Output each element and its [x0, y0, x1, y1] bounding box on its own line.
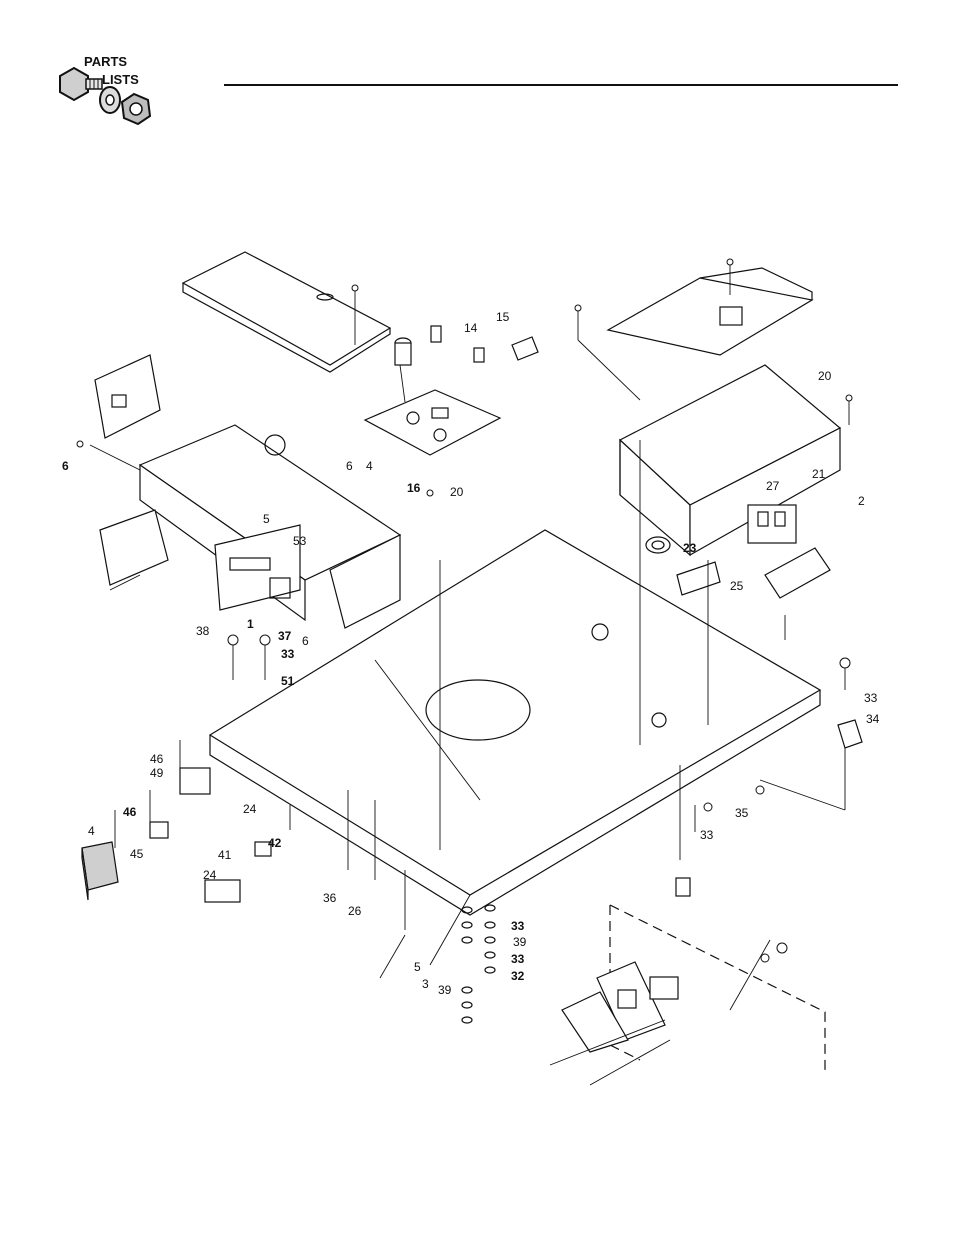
callout-20-left: 20	[450, 485, 464, 499]
callout-33-left: 33	[281, 647, 295, 661]
grommet	[646, 537, 670, 553]
callout-26: 26	[348, 904, 362, 918]
top-cover-left	[183, 252, 390, 372]
callout-21: 21	[812, 467, 826, 481]
callout-41: 41	[218, 848, 232, 862]
switch-15	[512, 337, 538, 360]
switch-panel-plate	[365, 390, 500, 455]
relay-49	[180, 768, 210, 794]
callout-6-bottom: 6	[302, 634, 309, 648]
callout-53: 53	[293, 534, 307, 548]
controller-lower	[100, 510, 168, 585]
callout-4-lower: 4	[88, 824, 95, 838]
callout-34: 34	[866, 712, 880, 726]
foot-34	[838, 720, 862, 748]
callout-33-right: 33	[864, 691, 878, 705]
right-control-box	[620, 365, 840, 555]
callout-33-foot: 33	[700, 828, 714, 842]
callout-25: 25	[730, 579, 744, 593]
callout-35: 35	[735, 806, 749, 820]
callout-38: 38	[196, 624, 210, 638]
callout-1: 1	[247, 617, 254, 631]
callout-42: 42	[268, 836, 282, 850]
callout-4-top: 4	[366, 459, 373, 473]
callout-27: 27	[766, 479, 780, 493]
callout-33-stack-2: 33	[511, 952, 525, 966]
switch-14	[474, 348, 484, 362]
relay-lower	[205, 880, 240, 902]
callout-2: 2	[858, 494, 865, 508]
foot-bolt-bottom	[676, 878, 690, 896]
callout-46-mid: 46	[123, 805, 137, 819]
callout-23: 23	[683, 541, 697, 555]
callout-15: 15	[496, 310, 510, 324]
callout-24-top: 24	[243, 802, 257, 816]
controller-upper	[95, 355, 160, 438]
callout-5-board: 5	[263, 512, 270, 526]
callout-49: 49	[150, 766, 164, 780]
circuit-breaker-top	[431, 326, 441, 342]
switch-45	[150, 822, 168, 838]
callout-32: 32	[511, 969, 525, 983]
callout-3: 3	[422, 977, 429, 991]
callout-33-stack-1: 33	[511, 919, 525, 933]
terminal-block	[677, 562, 720, 595]
breaker-bracket	[765, 548, 830, 598]
callout-39-lower: 39	[438, 983, 452, 997]
callout-46-top: 46	[150, 752, 164, 766]
callout-39-stack: 39	[513, 935, 527, 949]
callout-5-lower: 5	[414, 960, 421, 974]
callout-20-right: 20	[818, 369, 832, 383]
callout-37: 37	[278, 629, 292, 643]
fuse-holder	[395, 338, 411, 365]
callout-45: 45	[130, 847, 144, 861]
callout-16: 16	[407, 481, 421, 495]
breaker-27	[748, 505, 796, 543]
callout-14: 14	[464, 321, 478, 335]
callout-51: 51	[281, 674, 295, 688]
callout-6-top: 6	[346, 459, 353, 473]
top-cover-right	[608, 268, 812, 355]
washer-stack-center	[462, 905, 495, 1023]
callout-36: 36	[323, 891, 337, 905]
callout-24-bottom: 24	[203, 868, 217, 882]
ats-module	[650, 977, 678, 999]
callout-6-left: 6	[62, 459, 69, 473]
transformer	[82, 842, 118, 900]
